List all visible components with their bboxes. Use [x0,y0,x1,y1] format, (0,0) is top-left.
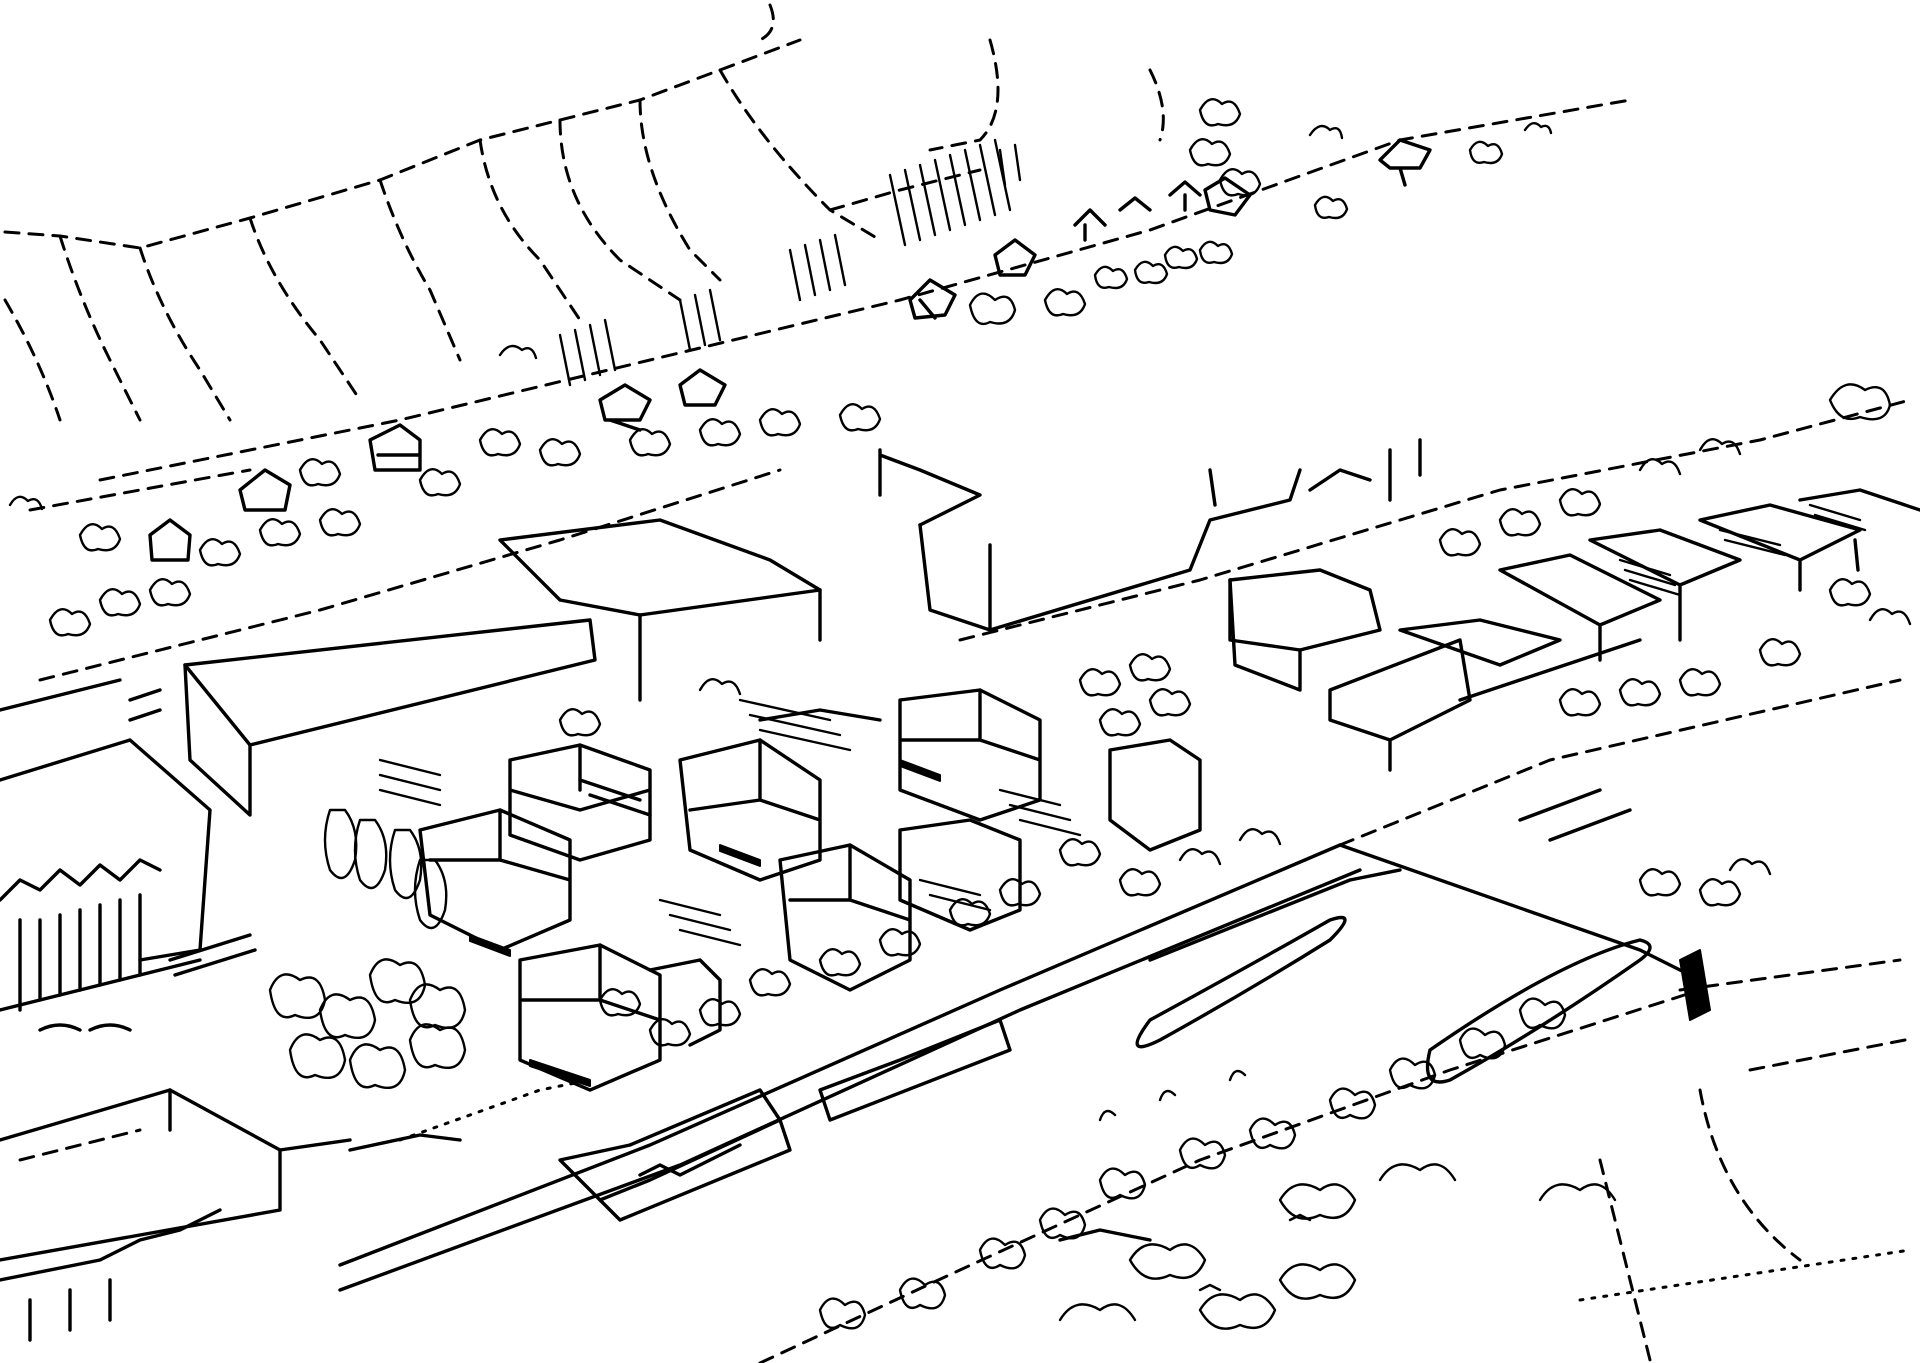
river [758,915,1702,1363]
railway [338,638,1902,1292]
lower-trees [598,828,1772,1047]
field-hatching [558,138,1022,387]
dashed-roads [18,98,1912,1362]
terrain-contours [3,3,1165,422]
upper-houses [148,138,1432,562]
upper-trees [8,98,1553,637]
middle-trees [268,383,1912,1090]
central-buildings [183,438,1920,817]
left-buildings [0,678,592,1342]
cube-blocks [378,688,1202,1092]
